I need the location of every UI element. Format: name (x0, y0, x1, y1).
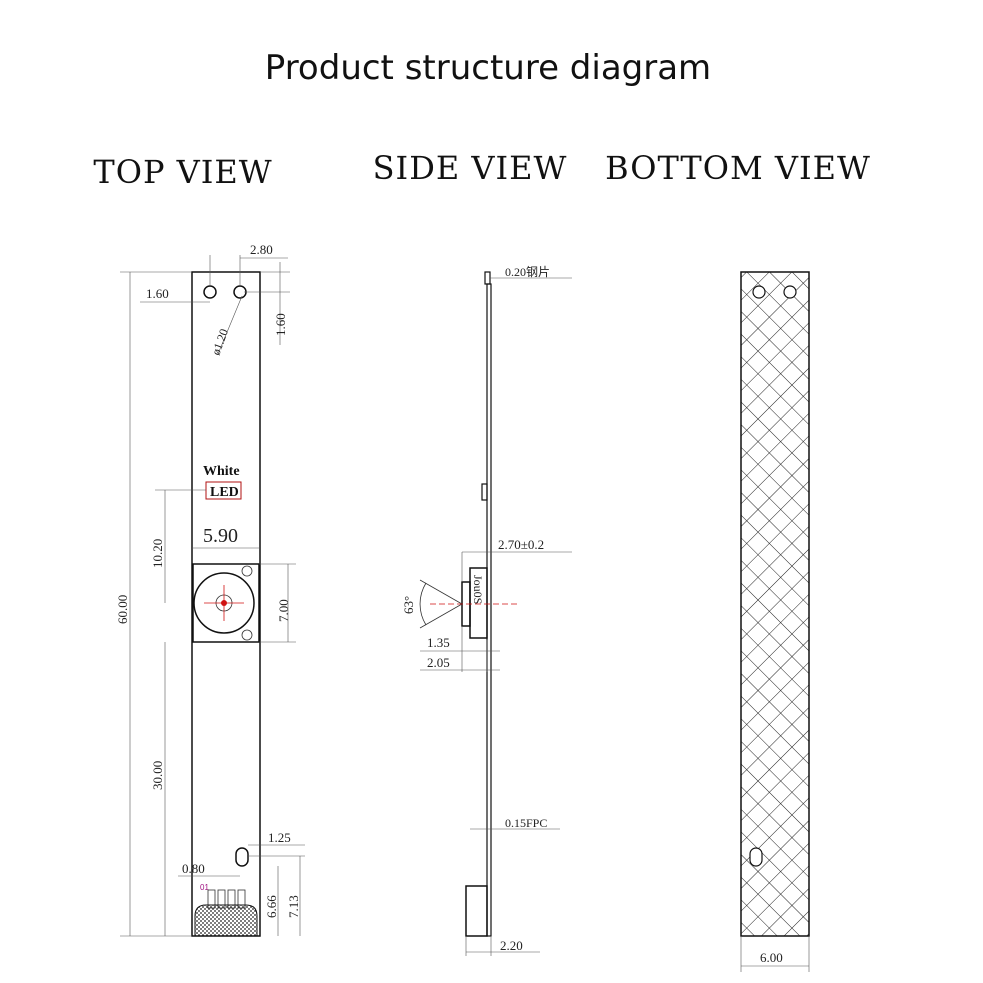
dim-module: 2.05 (427, 655, 450, 670)
camera-screw-top (241, 565, 253, 577)
dim-cam-height: 7.00 (276, 599, 291, 622)
page-title: Product structure diagram (265, 48, 711, 88)
dim-cam-to-end: 30.00 (150, 761, 165, 790)
dim-stiffener: 0.20钢片 (505, 265, 550, 279)
camera-screw-bottom (241, 629, 253, 641)
pin-label: 01 (200, 883, 209, 892)
bottom-slot (749, 847, 763, 867)
dim-led-to-cam: 10.20 (150, 539, 165, 568)
led-side (481, 483, 488, 501)
dim-total-length: 60.00 (115, 595, 130, 624)
camera-lens-outer (193, 572, 255, 634)
bottom-slot (235, 847, 249, 867)
side-view-label: SIDE VIEW (373, 149, 568, 187)
dim-hole-dia: ø1.20 (209, 327, 231, 357)
bottom-view-label: BOTTOM VIEW (605, 149, 871, 187)
bottom-pcb-hatch (740, 271, 810, 937)
dim-hole-y: 1.60 (273, 313, 288, 336)
top-view-label: TOP VIEW (93, 153, 272, 191)
bottom-hole-left (752, 285, 766, 299)
led-box (205, 481, 242, 500)
dim-slot-from-end2: 7.13 (286, 895, 301, 918)
camera-module (192, 563, 260, 643)
connector-side (465, 885, 488, 937)
top-view: 2.80 1.60 1.60 ø1.20 White LED 10.20 5.9… (115, 242, 305, 937)
side-view: 0.20钢片 Jou0S 2.70±0.2 63° 1.35 2.05 0.15… (401, 265, 572, 956)
bottom-hole-right (783, 285, 797, 299)
dim-fpc: 0.15FPC (505, 816, 547, 830)
dim-pin-pitch: 0.80 (182, 861, 205, 876)
bottom-view: 6.00 (740, 271, 810, 972)
dim-slot-from-end: 6.66 (264, 895, 279, 918)
camera-marking: Jou0S (471, 575, 485, 604)
mount-hole-left (203, 285, 217, 299)
dim-hole-pitch: 2.80 (250, 242, 273, 257)
led-label: LED (210, 485, 239, 500)
dim-cam-width: 5.90 (203, 525, 238, 547)
dim-bottom-width: 6.00 (760, 950, 783, 965)
stiffener (484, 271, 491, 285)
dim-hole-x: 1.60 (146, 286, 169, 301)
connector-pad (194, 904, 258, 937)
dim-connector: 2.20 (500, 938, 523, 953)
dim-angle: 63° (401, 596, 416, 614)
dim-lens: 1.35 (427, 635, 450, 650)
led-color-label: White (203, 464, 240, 479)
dim-cam-height: 2.70±0.2 (498, 537, 544, 552)
dim-slot-w: 1.25 (268, 830, 291, 845)
